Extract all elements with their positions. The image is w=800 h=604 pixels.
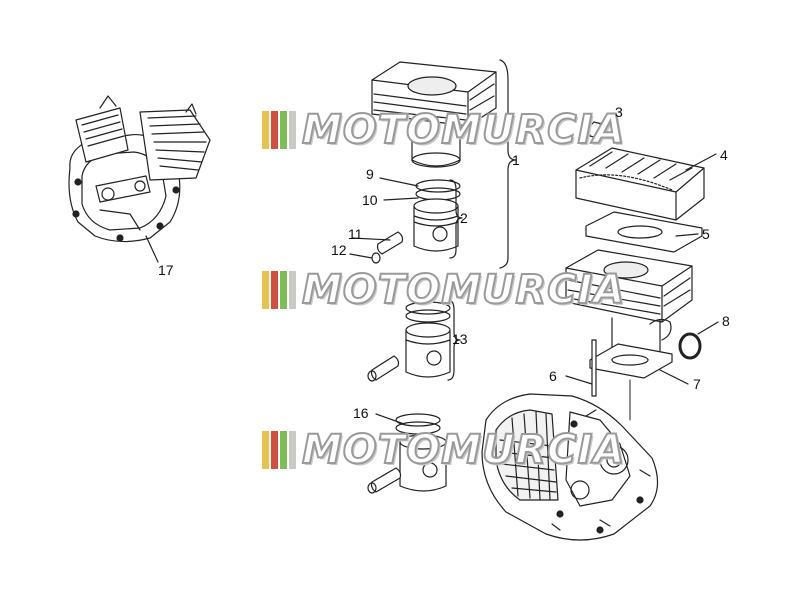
- callout-7: 7: [693, 376, 701, 392]
- watermark-flag-icon: [262, 431, 298, 469]
- o-ring-8: [678, 332, 702, 360]
- leader-16: [375, 413, 405, 425]
- callout-17: 17: [158, 262, 174, 278]
- piston-illustration: [413, 198, 459, 252]
- watermark-logo: MOTOMURCIA: [262, 427, 626, 473]
- leader-8: [697, 321, 719, 335]
- leader-10: [383, 197, 419, 201]
- bracket-2: [449, 179, 463, 259]
- watermark-logo: MOTOMURCIA: [262, 107, 626, 153]
- callout-12: 12: [331, 242, 347, 258]
- head-gasket-bore: [617, 225, 663, 239]
- leader-4: [685, 153, 717, 171]
- callout-10: 10: [362, 192, 378, 208]
- leader-3: [599, 113, 615, 125]
- piston-kit-16-illustration: [367, 413, 447, 494]
- leader-9: [379, 177, 419, 187]
- piston-kit-13-illustration: [367, 301, 451, 382]
- leader-17: [145, 235, 159, 263]
- callout-11: 11: [348, 226, 363, 242]
- leader-7: [659, 369, 689, 385]
- stud-6: [591, 339, 597, 397]
- leader-11: [351, 237, 391, 241]
- piston-rings-9: [415, 179, 461, 201]
- callout-3: 3: [615, 104, 623, 120]
- leader-6: [565, 375, 593, 385]
- bracket-13: [447, 299, 461, 381]
- cylinder-illustration: [565, 249, 693, 359]
- watermark-logo: MOTOMURCIA: [262, 267, 626, 313]
- base-gasket-7: [589, 343, 673, 379]
- bracket-1: [499, 59, 517, 269]
- cylinder-head-illustration: [575, 147, 705, 221]
- callout-16: 16: [353, 405, 369, 421]
- callout-13: 13: [452, 331, 468, 347]
- cylinder-kit-illustration: [371, 61, 497, 168]
- callout-9: 9: [366, 166, 374, 182]
- callout-2: 2: [460, 210, 468, 226]
- circlip-12: [371, 252, 381, 264]
- callout-8: 8: [722, 313, 730, 329]
- base-gasket-bore: [611, 354, 649, 366]
- watermark-text: MOTOMURCIA: [301, 427, 626, 473]
- head-gasket-5: [585, 211, 703, 253]
- watermark-text: MOTOMURCIA: [301, 107, 626, 153]
- callout-4: 4: [720, 147, 728, 163]
- callout-5: 5: [702, 226, 710, 242]
- watermark-flag-icon: [262, 111, 298, 149]
- watermark-flag-icon: [262, 271, 298, 309]
- leader-5: [675, 233, 699, 237]
- piston-pin-11: [376, 231, 404, 255]
- leader-12: [349, 253, 373, 259]
- crankcase-illustration: [481, 393, 659, 541]
- nut-3: [587, 121, 605, 139]
- engine-assembly-illustration: [68, 95, 211, 243]
- callout-6: 6: [549, 368, 557, 384]
- callout-1: 1: [512, 152, 520, 168]
- watermark-text: MOTOMURCIA: [301, 267, 626, 313]
